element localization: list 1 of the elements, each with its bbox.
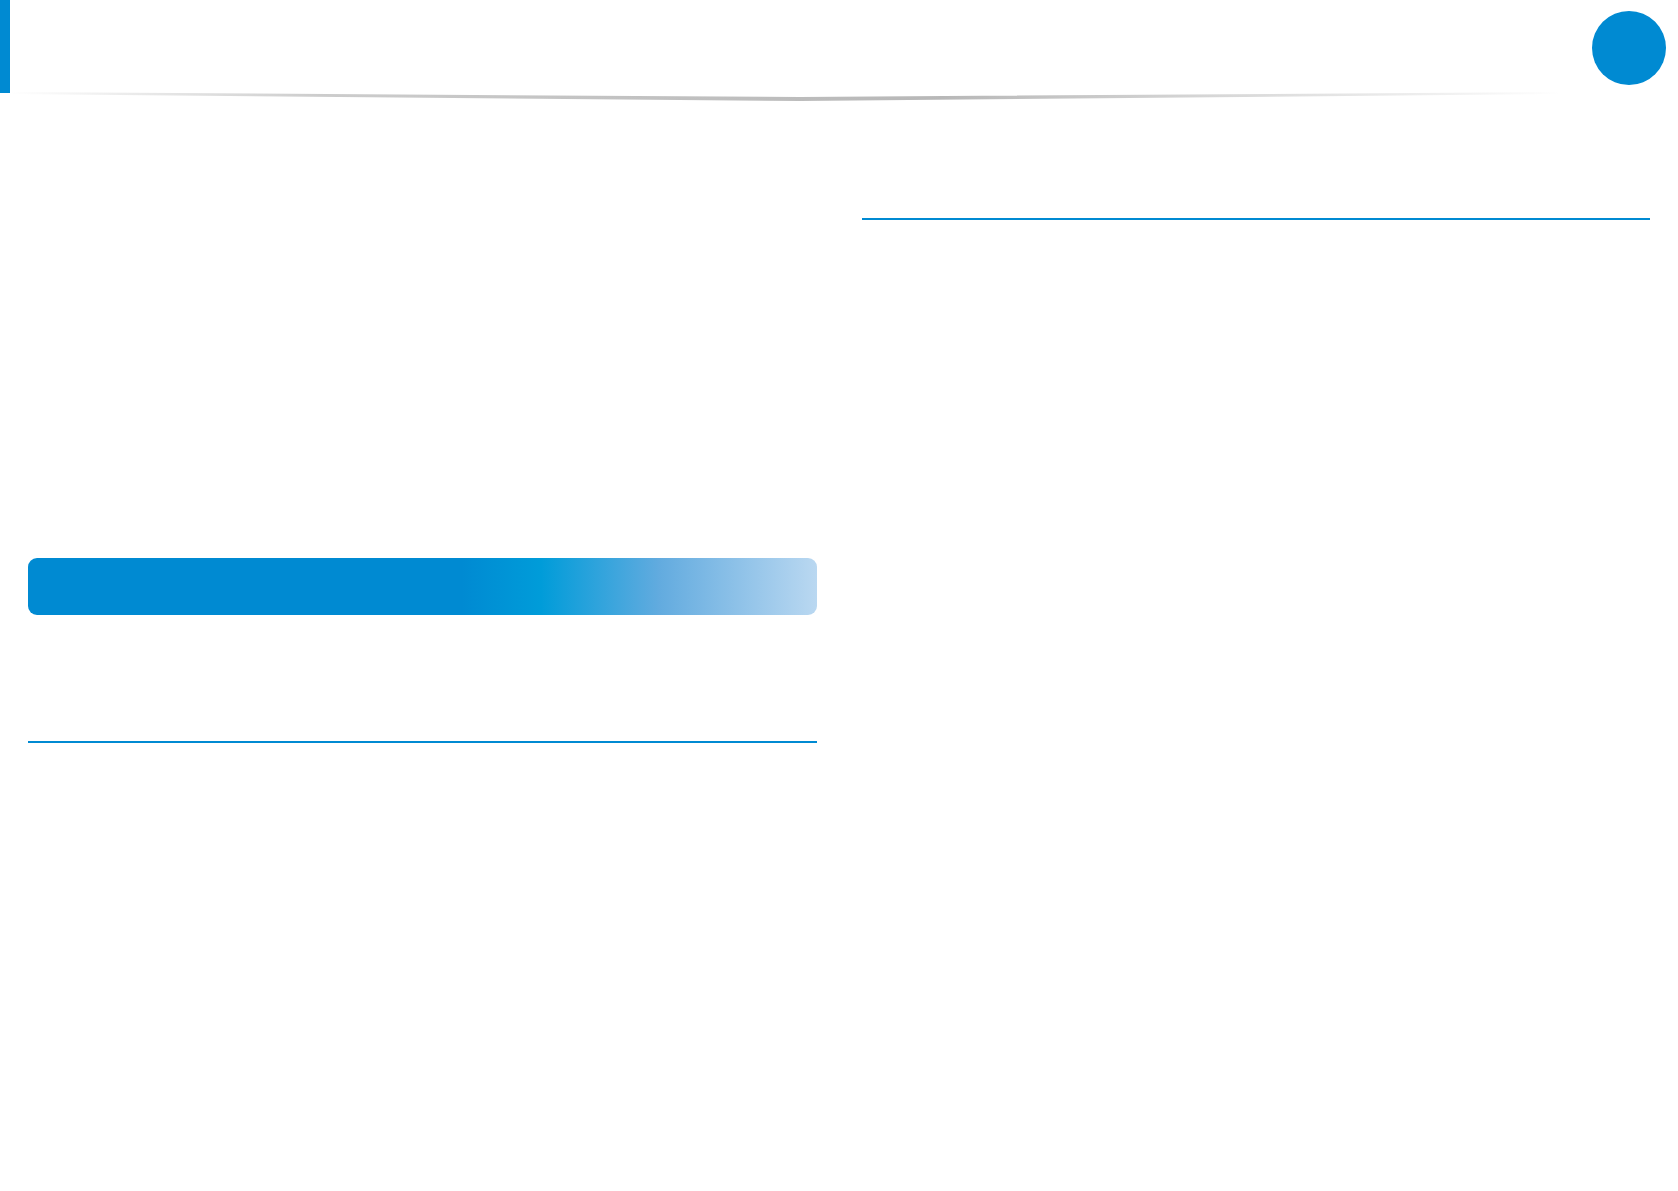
section-banner <box>28 558 817 615</box>
